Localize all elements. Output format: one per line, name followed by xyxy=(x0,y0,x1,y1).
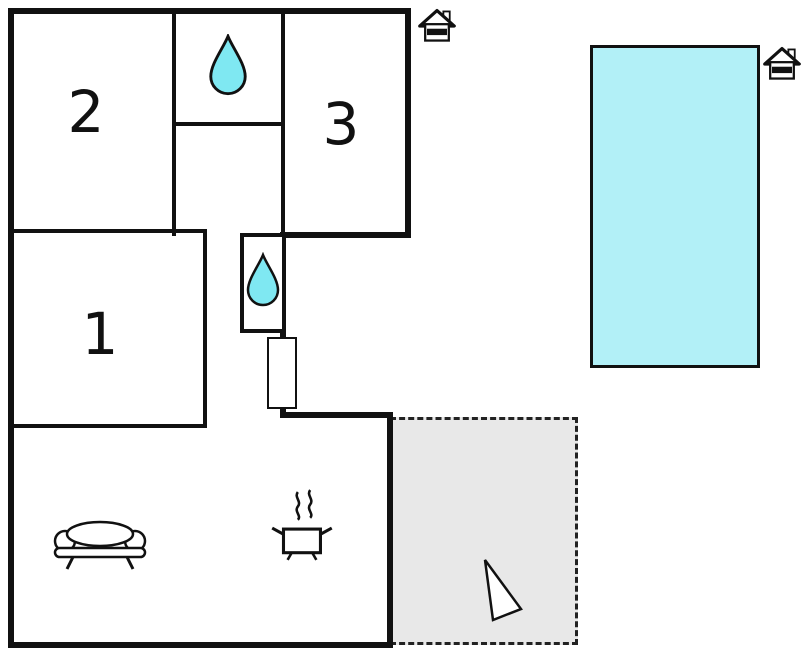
water-drop-icon xyxy=(245,252,281,308)
room-label-3: 3 xyxy=(322,90,360,158)
swimming-pool xyxy=(590,45,760,368)
wall xyxy=(405,8,411,238)
wall xyxy=(8,642,393,648)
room-label-1: 1 xyxy=(81,300,119,368)
wall xyxy=(387,412,393,648)
wall xyxy=(8,229,207,233)
house-icon xyxy=(417,6,457,46)
room-label-2: 2 xyxy=(67,78,105,146)
wall xyxy=(8,8,411,14)
wall xyxy=(8,8,14,648)
door xyxy=(267,337,297,409)
cooking-pot-icon xyxy=(270,488,336,564)
wall xyxy=(280,412,393,418)
sofa-icon xyxy=(53,520,147,576)
wall xyxy=(172,122,284,126)
wall xyxy=(8,424,207,428)
water-drop-icon xyxy=(207,34,249,96)
north-arrow-icon xyxy=(480,556,526,624)
wall xyxy=(281,8,285,234)
house-icon xyxy=(762,44,802,84)
wall xyxy=(283,232,411,238)
wall xyxy=(203,229,207,428)
